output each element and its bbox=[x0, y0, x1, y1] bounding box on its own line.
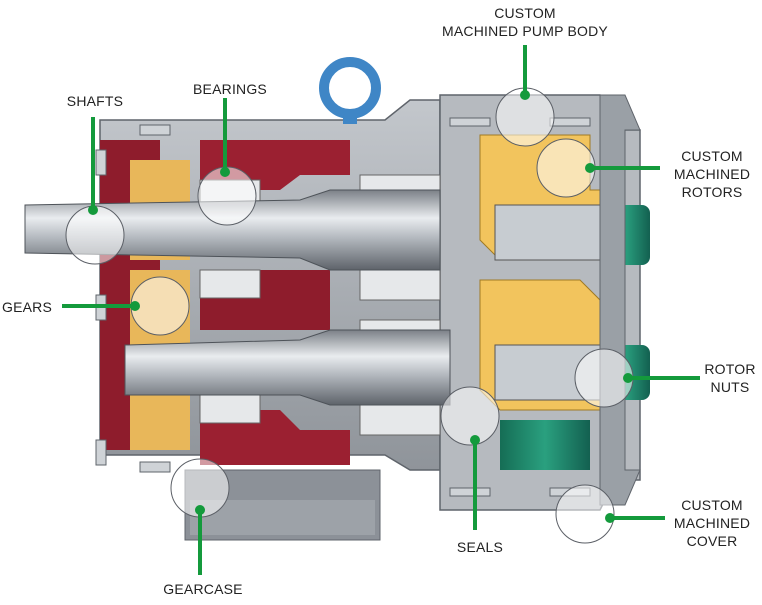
label-bearings: BEARINGS bbox=[193, 81, 267, 97]
upper-spline bbox=[494, 204, 606, 261]
callout-dots bbox=[88, 90, 633, 523]
label-gearcase: GEARCASE bbox=[163, 581, 243, 597]
label-rotors: CUSTOM MACHINED ROTORS bbox=[673, 148, 751, 200]
red-bearing-housing-bottom bbox=[200, 410, 350, 465]
label-pump-body: CUSTOM MACHINED PUMP BODY bbox=[442, 5, 608, 39]
label-seals: SEALS bbox=[456, 539, 504, 555]
lifting-eye-icon bbox=[319, 57, 381, 124]
callout-lenses bbox=[65, 87, 634, 544]
label-gears: GEARS bbox=[2, 299, 53, 315]
green-cover-plate bbox=[500, 420, 590, 470]
label-cover: CUSTOM MACHINED COVER bbox=[673, 497, 751, 549]
callout-leaders bbox=[62, 45, 700, 575]
label-shafts: SHAFTS bbox=[66, 93, 124, 109]
label-rotor-nuts: ROTOR NUTS bbox=[704, 361, 756, 395]
